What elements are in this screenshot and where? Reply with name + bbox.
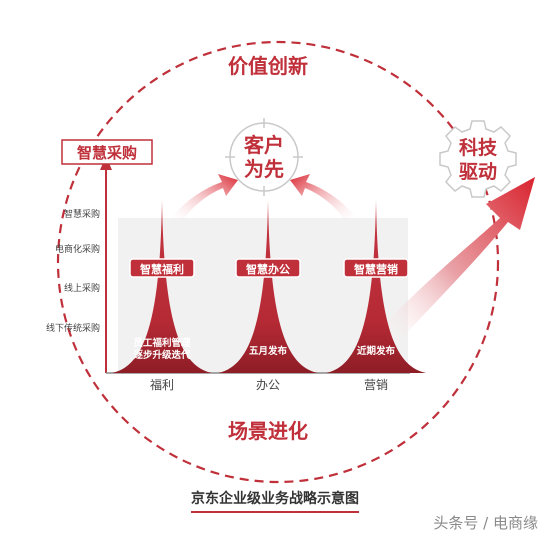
customer-target-icon	[225, 118, 303, 196]
center-label-line2: 为先	[244, 157, 284, 181]
x-label-welfare: 福利	[150, 377, 174, 392]
tag-office: 智慧办公	[246, 262, 290, 276]
tag-marketing: 智慧营销	[354, 262, 398, 276]
tag-box-office	[235, 258, 301, 278]
bottom-title: 场景进化	[228, 419, 308, 443]
dashed-cycle-circle	[56, 40, 500, 484]
diagram-caption: 京东企业级业务战略示意图	[191, 488, 359, 513]
tag-box-marketing	[343, 258, 409, 278]
y-level-2: 电商化采购	[55, 243, 100, 255]
top-title: 价值创新	[228, 54, 308, 78]
center-label-line1: 客户	[243, 133, 284, 157]
gear-icon	[439, 120, 517, 198]
x-label-office: 办公	[256, 377, 280, 392]
note-welfare-line1: 员工福利管理	[133, 337, 191, 349]
tech-label-line1: 科技	[459, 136, 498, 159]
tech-label-line2: 驱动	[459, 161, 497, 183]
diagram-caption-wrapper: 京东企业级业务战略示意图	[0, 488, 550, 513]
peak-welfare	[112, 200, 212, 373]
note-welfare-line2: 逐步升级迭代	[133, 349, 191, 361]
note-marketing: 近期发布	[357, 345, 396, 357]
tag-welfare: 智慧福利	[140, 262, 184, 276]
y-level-3: 线上采购	[64, 282, 100, 294]
peak-marketing	[326, 200, 426, 373]
axis-title-box	[61, 139, 153, 165]
x-label-marketing: 营销	[364, 378, 388, 392]
arrow-to-customer-left	[170, 174, 238, 224]
watermark: 头条号 / 电商缘	[433, 514, 538, 532]
tech-driven-arrow	[380, 177, 535, 345]
peak-office	[218, 200, 318, 373]
y-level-1: 智慧采购	[64, 208, 100, 220]
note-office: 五月发布	[249, 345, 288, 357]
arrow-to-customer-right	[290, 174, 358, 224]
axis-title: 智慧采购	[77, 144, 137, 162]
tag-box-welfare	[129, 258, 195, 278]
y-level-4: 线下传统采购	[46, 322, 100, 334]
